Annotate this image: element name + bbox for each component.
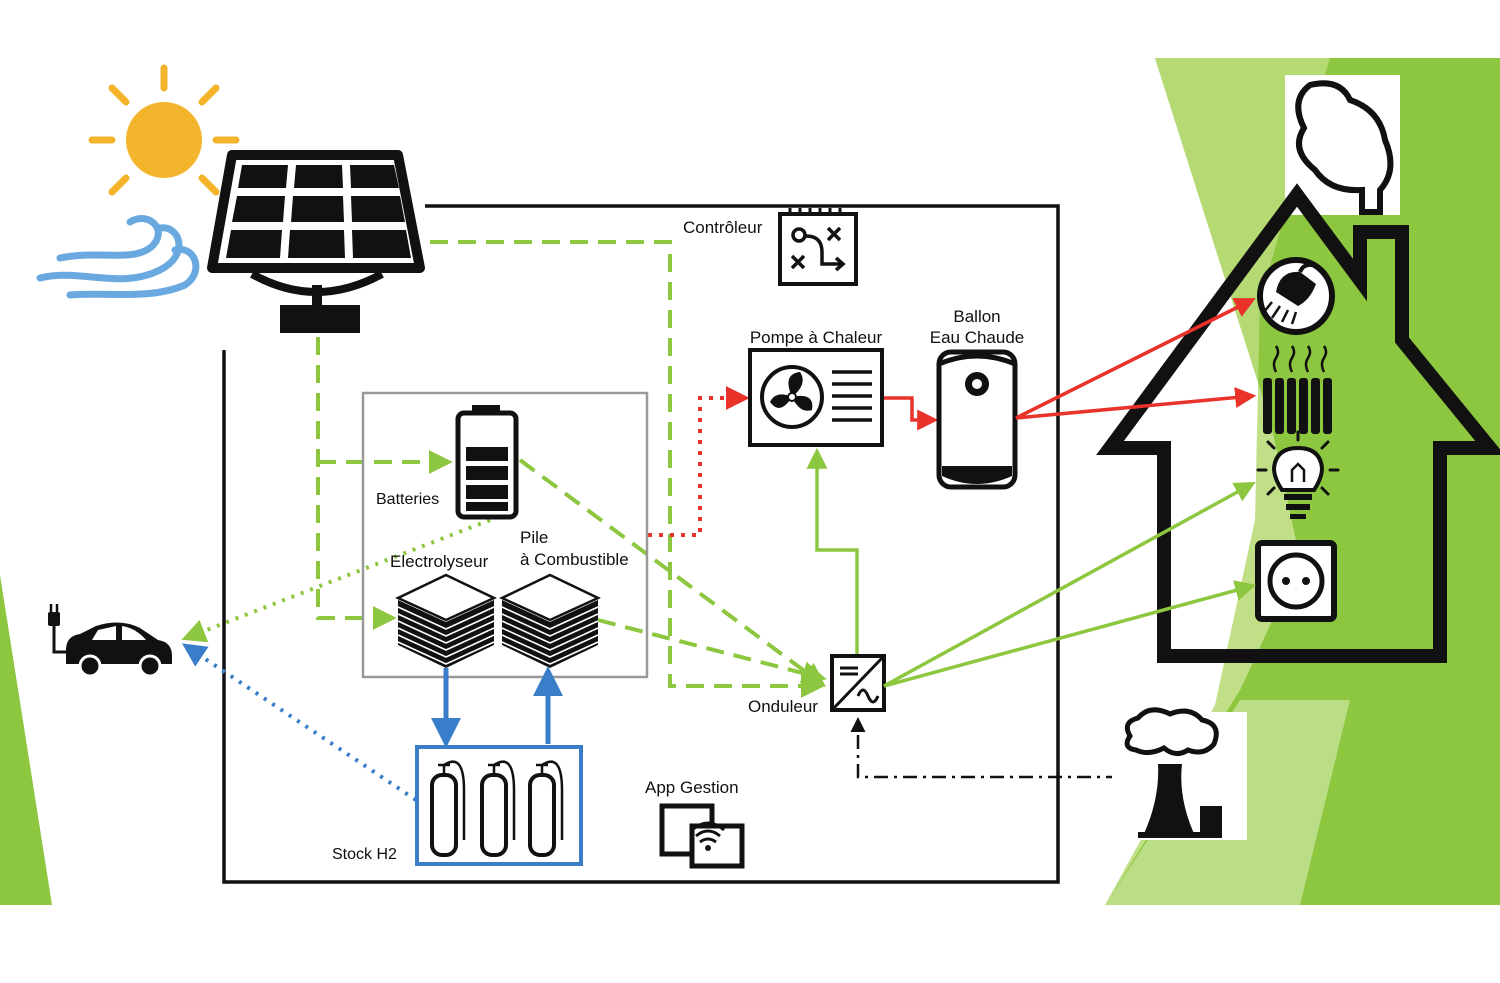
label-pompe-a-chaleur: Pompe à Chaleur	[749, 328, 883, 347]
fuel-cell-icon	[499, 573, 601, 668]
storage-group-box	[361, 391, 649, 679]
battery-icon	[455, 405, 519, 520]
label-ballon-line1: Ballon	[953, 307, 1001, 326]
heat-distribution-arrows	[1015, 298, 1257, 420]
heatpump-to-ballon-arrow	[884, 396, 939, 431]
radiator-icon	[1263, 345, 1332, 434]
inverter-to-heatpump-arrow	[806, 447, 859, 655]
label-electrolyseur: Electrolyseur	[390, 552, 489, 571]
label-ballon-line2: Eau Chaude	[929, 328, 1025, 347]
electrolyser-icon	[395, 573, 497, 668]
h2-flow-arrows	[431, 666, 563, 748]
power-plant-icon	[1112, 707, 1247, 840]
heat-pump-icon	[748, 348, 884, 447]
hydrogen-tank-icon	[415, 745, 583, 866]
sun-icon	[88, 64, 240, 196]
house-icon	[1096, 75, 1500, 663]
controller-icon	[778, 208, 858, 286]
battery-to-car-dotted	[181, 518, 491, 643]
label-controleur: Contrôleur	[683, 218, 763, 237]
wind-icon	[36, 215, 200, 299]
inverter-icon	[830, 654, 886, 712]
electric-distribution-arrows	[883, 481, 1257, 688]
smoke-icon	[1295, 80, 1394, 215]
water-heater-icon	[936, 349, 1018, 490]
shower-icon	[1257, 257, 1335, 335]
label-stock-h2: Stock H2	[332, 846, 397, 863]
label-onduleur: Onduleur	[748, 697, 818, 716]
green-dashed-lines	[316, 240, 827, 698]
solar-panel-icon	[207, 150, 425, 333]
system-boundary	[222, 204, 1060, 884]
label-pile-line1: Pile	[520, 528, 549, 547]
label-pile-line2: à Combustible	[520, 550, 629, 569]
label-app-gestion: App Gestion	[645, 778, 739, 797]
power-outlet-icon	[1255, 540, 1337, 622]
label-batteries: Batteries	[376, 491, 440, 508]
app-icon	[659, 803, 745, 869]
fuelcell-heat-dotted	[648, 386, 750, 537]
h2-to-car-dotted	[182, 643, 418, 802]
grid-dashdot-line	[850, 717, 1120, 779]
lightbulb-icon	[1256, 430, 1340, 519]
car-icon	[48, 604, 172, 678]
